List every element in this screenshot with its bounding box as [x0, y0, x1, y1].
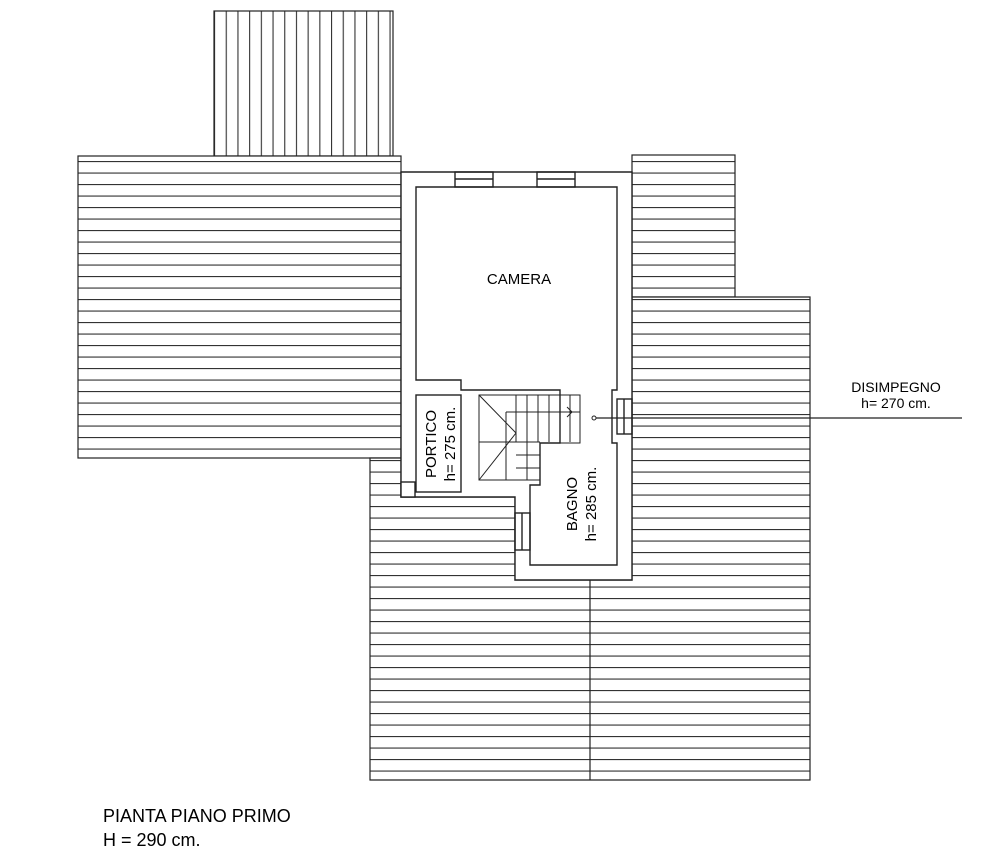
windows — [454, 171, 633, 551]
staircase — [478, 394, 581, 481]
plan-height: H = 290 cm. — [103, 830, 201, 850]
building — [400, 171, 633, 581]
roof-left — [77, 155, 402, 459]
room-height-bagno: h= 285 cm. — [583, 467, 600, 542]
room-label-camera: CAMERA — [487, 271, 551, 288]
room-height-disimpegno: h= 270 cm. — [861, 395, 931, 411]
camera-room — [415, 186, 618, 566]
roof-top-vertical — [213, 10, 394, 157]
room-label-bagno: BAGNO — [564, 477, 581, 531]
room-label-portico: PORTICO — [423, 410, 440, 478]
portico-room — [415, 394, 462, 493]
disimpegno-leader — [591, 415, 962, 421]
portico-pillar — [400, 481, 416, 498]
plan-title: PIANTA PIANO PRIMO — [103, 806, 291, 826]
room-height-portico: h= 275 cm. — [442, 407, 459, 482]
room-label-disimpegno: DISIMPEGNO — [851, 379, 941, 395]
roof-right-upper — [631, 154, 736, 298]
